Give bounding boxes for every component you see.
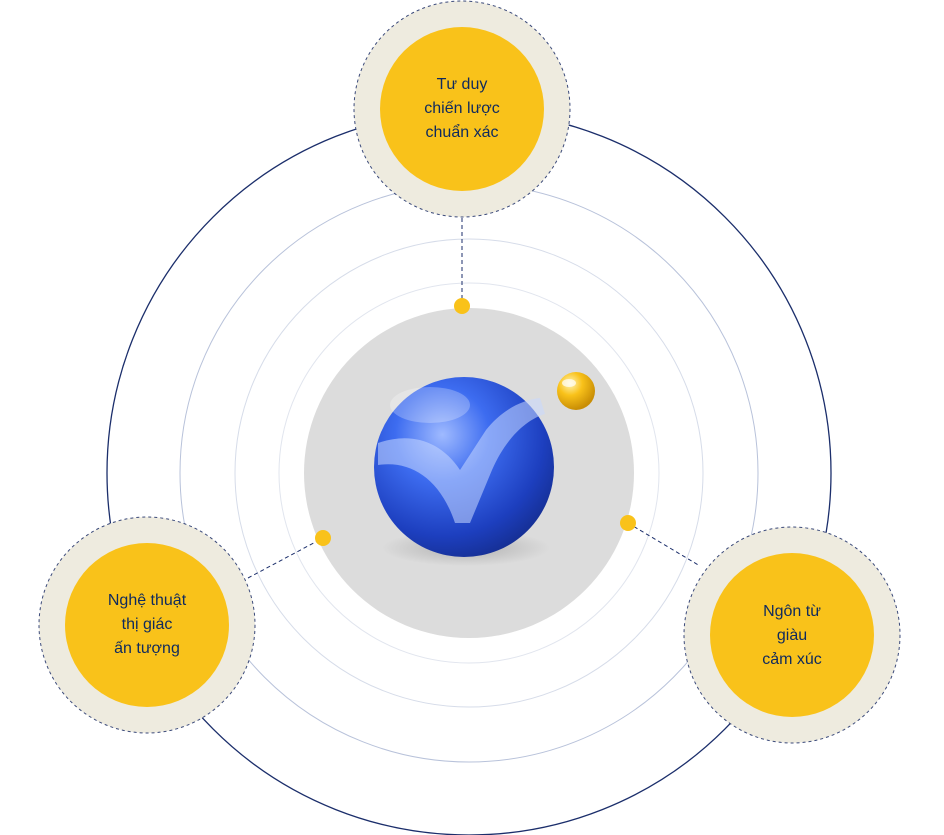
node-top-line-1: Tư duy — [436, 76, 488, 93]
node-label-right: Ngôn từ giàu cảm xúc — [722, 591, 862, 681]
connector-dot-top — [454, 298, 470, 314]
node-top — [353, 0, 571, 218]
connector-dot-left — [315, 530, 331, 546]
node-right-line-3: cảm xúc — [762, 651, 822, 668]
node-label-left: Nghệ thuật thị giác ấn tượng — [77, 580, 217, 670]
node-top-line-2: chiến lược — [424, 100, 500, 117]
node-right-line-1: Ngôn từ — [763, 603, 821, 620]
node-left-line-2: thị giác — [121, 616, 173, 633]
node-left-line-3: ấn tượng — [114, 640, 180, 657]
connectors — [247, 218, 701, 579]
node-top-line-3: chuẩn xác — [425, 124, 499, 141]
gold-orb-icon — [557, 372, 595, 410]
orbit-ring-4 — [278, 282, 660, 664]
node-label-top: Tư duy chiến lược chuẩn xác — [392, 64, 532, 154]
orbit-ring-3 — [234, 238, 704, 708]
checkmark-sphere-logo — [374, 377, 554, 566]
connector-left — [247, 537, 324, 579]
node-right-line-2: giàu — [776, 627, 808, 644]
connector-right — [627, 522, 701, 567]
node-left-line-1: Nghệ thuật — [107, 592, 187, 609]
node-right — [683, 526, 901, 744]
connector-dot-right — [620, 515, 636, 531]
node-left — [38, 516, 256, 734]
